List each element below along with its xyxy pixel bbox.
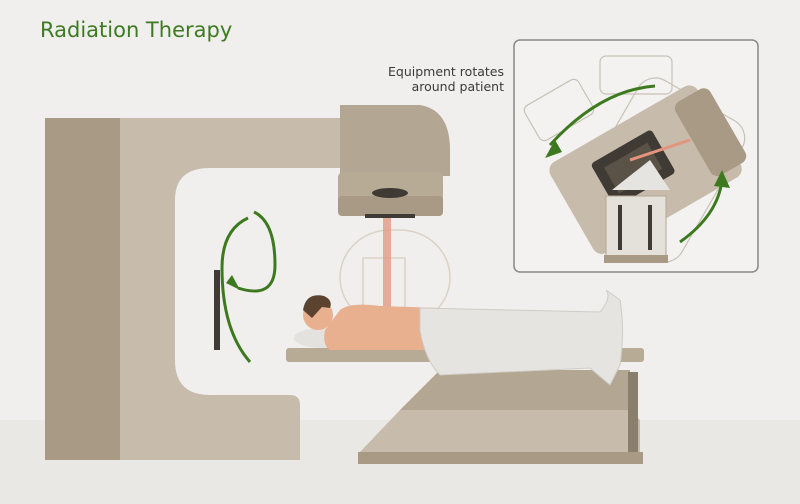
rotation-inset [513, 39, 759, 273]
rotation-arrow-icon [220, 210, 277, 363]
blanket [419, 289, 623, 386]
patient [294, 289, 623, 386]
rotation-arrow-icon [545, 84, 656, 158]
beam-aperture [372, 188, 408, 198]
rotation-arrow-icon [679, 170, 730, 244]
radiation-beam [383, 218, 391, 343]
callout-line-2: around patient [411, 79, 504, 94]
gantry-machine [45, 105, 450, 460]
rotation-callout: Equipment rotates around patient [388, 64, 504, 94]
patient-body [324, 304, 440, 350]
diagram-title: Radiation Therapy [40, 18, 233, 42]
callout-line-1: Equipment rotates [387, 64, 504, 79]
inset-radiation-beam [629, 138, 691, 162]
